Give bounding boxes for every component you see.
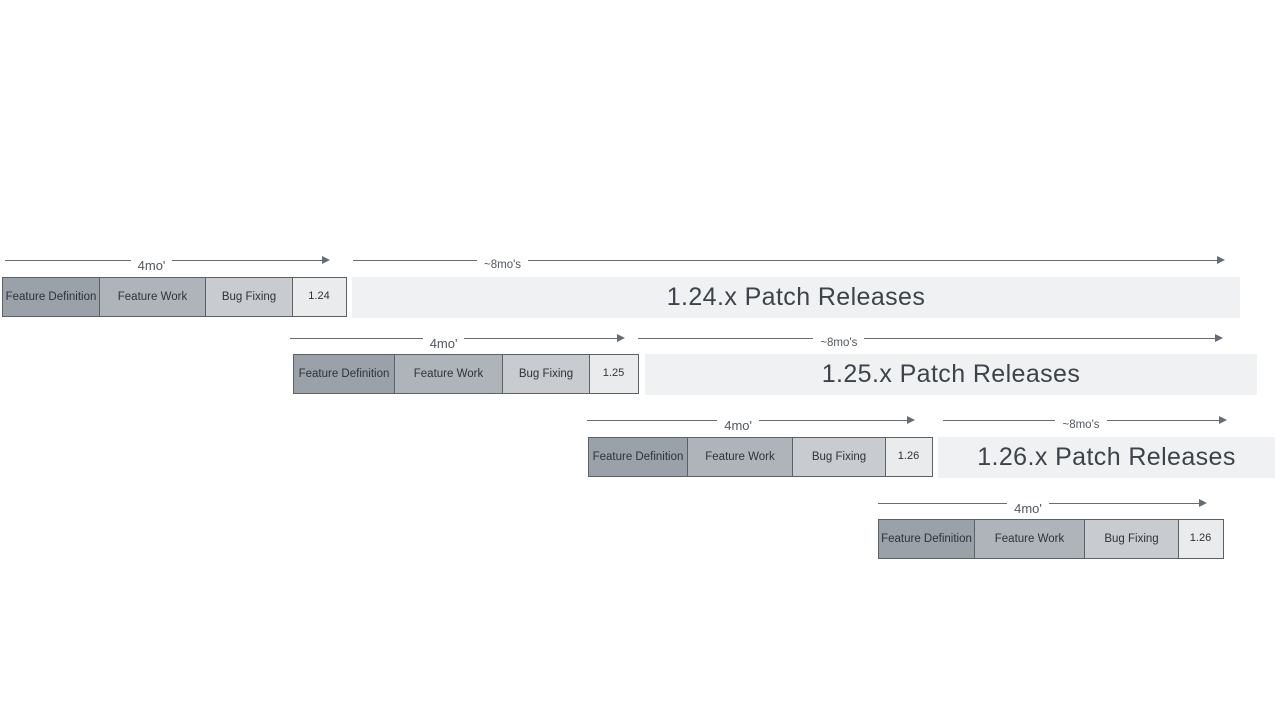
arrow-line bbox=[464, 337, 617, 339]
patch-releases-band: 1.25.x Patch Releases bbox=[645, 354, 1257, 395]
arrowhead-icon bbox=[322, 256, 330, 264]
phase-box-feature-definition: Feature Definition bbox=[588, 437, 688, 477]
patch-releases-band: 1.24.x Patch Releases bbox=[352, 277, 1240, 318]
arrowhead-icon bbox=[1215, 334, 1223, 342]
phase-box-bug-fixing: Bug Fixing bbox=[792, 437, 886, 477]
version-label: 1.26 bbox=[1189, 532, 1212, 545]
arrow-line bbox=[943, 419, 1056, 421]
dev-duration-label: 4mo' bbox=[429, 335, 458, 351]
arrow-line bbox=[878, 502, 1008, 504]
phase-box-bug-fixing: Bug Fixing bbox=[1084, 519, 1179, 559]
dev-duration-label: 4mo' bbox=[724, 417, 753, 433]
version-box: 1.24 bbox=[291, 277, 347, 317]
phase-box-feature-work: Feature Work bbox=[973, 519, 1086, 559]
phase-label: Feature Definition bbox=[298, 367, 390, 380]
phase-box-feature-work: Feature Work bbox=[393, 354, 504, 394]
phase-label: Bug Fixing bbox=[221, 290, 277, 303]
phase-label: Feature Definition bbox=[5, 290, 97, 303]
phase-label: Bug Fixing bbox=[811, 450, 867, 463]
phase-box-feature-definition: Feature Definition bbox=[293, 354, 395, 394]
arrow-line bbox=[638, 337, 814, 339]
version-box: 1.26 bbox=[884, 437, 933, 477]
patch-releases-band: 1.26.x Patch Releases bbox=[938, 437, 1275, 478]
dev-duration-arrow: 4mo' bbox=[878, 495, 1207, 516]
arrowhead-icon bbox=[907, 416, 915, 424]
arrow-line bbox=[587, 419, 718, 421]
dev-duration-label: 4mo' bbox=[1014, 500, 1042, 516]
phase-box-bug-fixing: Bug Fixing bbox=[205, 277, 293, 317]
release-cycle-row: Feature Definition Feature Work Bug Fixi… bbox=[2, 277, 347, 317]
version-label: 1.25 bbox=[602, 367, 625, 380]
phase-label: Bug Fixing bbox=[518, 367, 574, 380]
arrow-line bbox=[864, 337, 1215, 339]
version-box: 1.25 bbox=[588, 354, 639, 394]
phase-label: Feature Definition bbox=[592, 450, 684, 463]
phase-box-feature-work: Feature Work bbox=[98, 277, 207, 317]
arrow-line bbox=[172, 259, 322, 261]
arrowhead-icon bbox=[1217, 256, 1225, 264]
phase-label: Feature Work bbox=[705, 450, 775, 463]
phase-label: Feature Definition bbox=[881, 532, 972, 545]
arrow-line bbox=[528, 259, 1217, 261]
version-label: 1.24 bbox=[308, 290, 330, 303]
patch-duration-label: ~8mo's bbox=[1062, 419, 1100, 431]
phase-box-feature-definition: Feature Definition bbox=[878, 519, 975, 559]
release-cycle-row: Feature Definition Feature Work Bug Fixi… bbox=[588, 437, 933, 477]
arrow-line bbox=[1106, 419, 1220, 421]
arrow-line bbox=[759, 419, 907, 421]
arrowhead-icon bbox=[1199, 499, 1207, 507]
arrow-line bbox=[5, 259, 131, 261]
patch-duration-arrow: ~8mo's bbox=[943, 412, 1228, 431]
version-box: 1.26 bbox=[1177, 519, 1224, 559]
dev-duration-arrow: 4mo' bbox=[5, 252, 330, 273]
arrow-line bbox=[1048, 502, 1199, 504]
phase-label: Bug Fixing bbox=[1104, 532, 1159, 545]
dev-duration-label: 4mo' bbox=[137, 257, 166, 273]
patch-duration-label: ~8mo's bbox=[820, 337, 858, 349]
phase-label: Feature Work bbox=[994, 532, 1065, 545]
arrow-line bbox=[353, 259, 478, 261]
dev-duration-arrow: 4mo' bbox=[587, 412, 915, 433]
phase-label: Feature Work bbox=[413, 367, 484, 380]
patch-duration-arrow: ~8mo's bbox=[353, 252, 1225, 271]
release-cycle-row: Feature Definition Feature Work Bug Fixi… bbox=[293, 354, 639, 394]
phase-label: Feature Work bbox=[117, 290, 188, 303]
dev-duration-arrow: 4mo' bbox=[290, 330, 625, 351]
release-cycle-row: Feature Definition Feature Work Bug Fixi… bbox=[878, 519, 1224, 559]
arrowhead-icon bbox=[617, 334, 625, 342]
arrow-line bbox=[290, 337, 423, 339]
phase-box-feature-work: Feature Work bbox=[686, 437, 794, 477]
phase-box-bug-fixing: Bug Fixing bbox=[502, 354, 590, 394]
phase-box-feature-definition: Feature Definition bbox=[2, 277, 100, 317]
arrowhead-icon bbox=[1219, 416, 1228, 424]
version-label: 1.26 bbox=[897, 450, 920, 463]
patch-duration-arrow: ~8mo's bbox=[638, 330, 1223, 349]
patch-duration-label: ~8mo's bbox=[484, 259, 522, 271]
